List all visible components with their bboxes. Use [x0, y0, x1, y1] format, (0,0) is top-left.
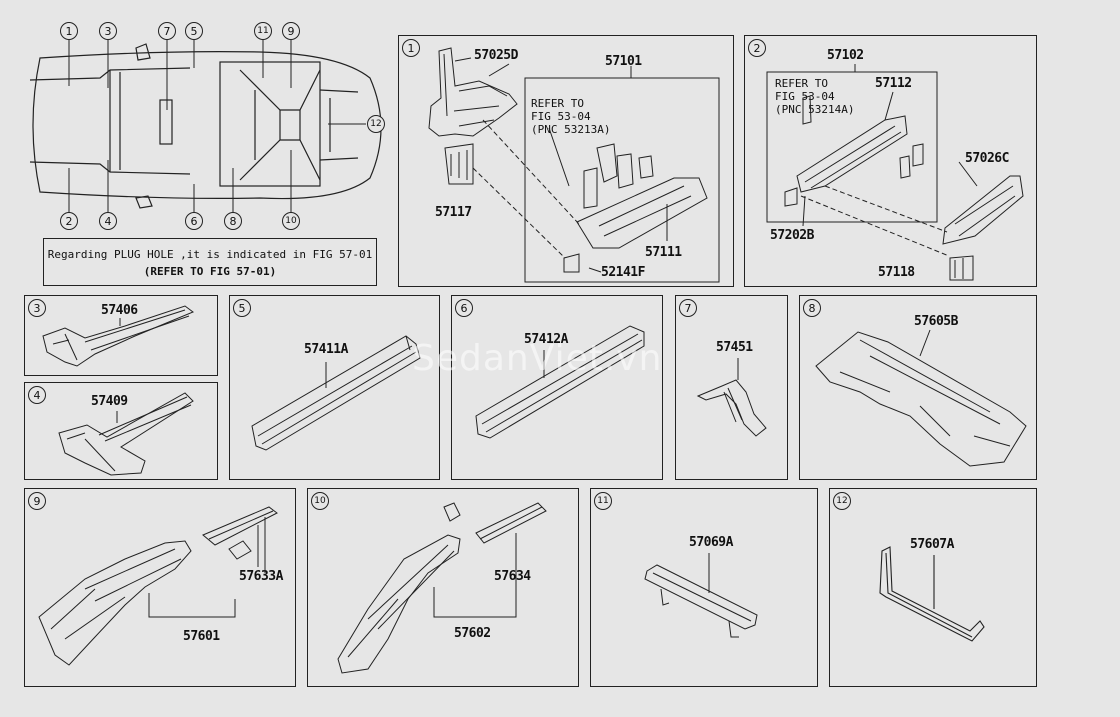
panel-2: 2 57102 57112 57026C 57202B 57118 REFER … — [744, 35, 1037, 287]
part-57409[interactable]: 57409 — [91, 394, 128, 409]
panel-10: 10 57634 57602 — [307, 488, 579, 687]
callout-3[interactable]: 3 — [99, 22, 117, 40]
callout-5[interactable]: 5 — [185, 22, 203, 40]
part-57451[interactable]: 57451 — [716, 340, 753, 355]
panel-2-drawing — [766, 64, 1024, 281]
part-57102[interactable]: 57102 — [827, 48, 864, 63]
panel-3-drawing — [42, 305, 195, 367]
part-57634[interactable]: 57634 — [494, 569, 531, 584]
callout-2[interactable]: 2 — [60, 212, 78, 230]
panel-1-number: 1 — [402, 39, 420, 57]
callout-9[interactable]: 9 — [282, 22, 300, 40]
part-52141F[interactable]: 52141F — [601, 265, 645, 280]
panel-7: 7 57451 — [675, 295, 788, 480]
part-57411A[interactable]: 57411A — [304, 342, 348, 357]
part-57406[interactable]: 57406 — [101, 303, 138, 318]
panel-7-number: 7 — [679, 299, 697, 317]
panel-6-number: 6 — [455, 299, 473, 317]
part-57633A[interactable]: 57633A — [239, 569, 283, 584]
callout-10[interactable]: 10 — [282, 212, 300, 230]
callout-11[interactable]: 11 — [254, 22, 272, 40]
plug-hole-note: Regarding PLUG HOLE ,it is indicated in … — [43, 238, 377, 286]
part-57118[interactable]: 57118 — [878, 265, 915, 280]
part-57601[interactable]: 57601 — [183, 629, 220, 644]
part-57111[interactable]: 57111 — [645, 245, 682, 260]
panel-5-drawing — [251, 335, 421, 451]
panel-5-number: 5 — [233, 299, 251, 317]
panel-8: 8 57605B — [799, 295, 1037, 480]
panel-3-number: 3 — [28, 299, 46, 317]
callout-7[interactable]: 7 — [158, 22, 176, 40]
part-57026C[interactable]: 57026C — [965, 151, 1009, 166]
panel-6: 6 57412A — [451, 295, 663, 480]
callout-1[interactable]: 1 — [60, 22, 78, 40]
callout-6[interactable]: 6 — [185, 212, 203, 230]
part-57412A[interactable]: 57412A — [524, 332, 568, 347]
panel-12: 12 57607A — [829, 488, 1037, 687]
panel-1: 1 57025D 57101 57117 57111 52141F REFER … — [398, 35, 734, 287]
part-57117[interactable]: 57117 — [435, 205, 472, 220]
watermark: SedanViet.vn — [412, 338, 663, 379]
part-57607A[interactable]: 57607A — [910, 537, 954, 552]
panel-8-drawing — [815, 329, 1027, 467]
panel-12-drawing — [879, 546, 985, 642]
part-57069A[interactable]: 57069A — [689, 535, 733, 550]
panel-9-number: 9 — [28, 492, 46, 510]
part-57101[interactable]: 57101 — [605, 54, 642, 69]
panel-12-number: 12 — [833, 492, 851, 510]
panel-8-number: 8 — [803, 299, 821, 317]
panel-2-number: 2 — [748, 39, 766, 57]
panel-11-number: 11 — [594, 492, 612, 510]
callout-12[interactable]: 12 — [367, 115, 385, 133]
panel-5: 5 57411A — [229, 295, 440, 480]
part-57605B[interactable]: 57605B — [914, 314, 958, 329]
part-57112[interactable]: 57112 — [875, 76, 912, 91]
panel-1-reference[interactable]: REFER TO FIG 53-04 (PNC 53213A) — [531, 97, 611, 136]
panel-9-drawing — [38, 506, 278, 666]
panel-11: 11 57069A — [590, 488, 818, 687]
part-57025D[interactable]: 57025D — [474, 48, 518, 63]
panel-3: 3 57406 — [24, 295, 218, 376]
panel-4-drawing — [58, 392, 194, 476]
callout-8[interactable]: 8 — [224, 212, 242, 230]
plug-hole-note-text: Regarding PLUG HOLE ,it is indicated in … — [47, 248, 373, 261]
part-57602[interactable]: 57602 — [454, 626, 491, 641]
panel-10-number: 10 — [311, 492, 329, 510]
panel-9: 9 57633A 57601 — [24, 488, 296, 687]
panel-4: 4 57409 — [24, 382, 218, 480]
panel-1-drawing — [428, 47, 720, 283]
plug-hole-note-ref[interactable]: (REFER TO FIG 57-01) — [143, 265, 277, 278]
panel-11-drawing — [644, 553, 758, 638]
panel-6-drawing — [475, 325, 645, 439]
panel-10-drawing — [337, 502, 547, 674]
panel-2-reference[interactable]: REFER TO FIG 53-04 (PNC 53214A) — [775, 77, 855, 116]
panel-4-number: 4 — [28, 386, 46, 404]
panel-7-drawing — [696, 358, 767, 437]
callout-4[interactable]: 4 — [99, 212, 117, 230]
part-57202B[interactable]: 57202B — [770, 228, 814, 243]
